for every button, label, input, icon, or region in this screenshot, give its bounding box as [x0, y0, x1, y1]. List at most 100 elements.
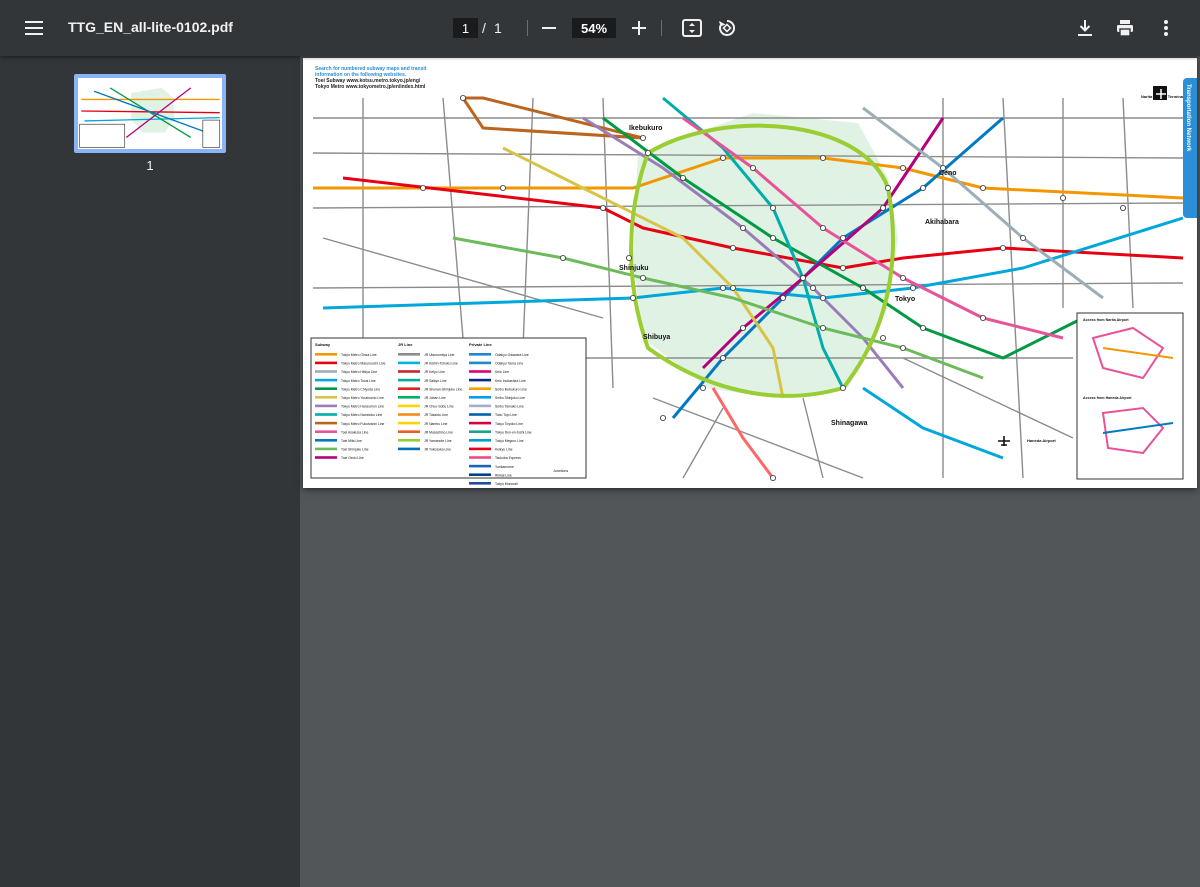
- legend-swatch: [398, 370, 420, 373]
- station-marker: [809, 284, 816, 291]
- station-marker: [920, 324, 927, 331]
- station-marker: [639, 135, 646, 142]
- legend-swatch: [398, 430, 420, 433]
- legend-swatch: [315, 387, 337, 390]
- legend-swatch: [469, 464, 491, 468]
- legend-swatch: [469, 370, 491, 373]
- legend-item: Toei Oedo Line: [341, 456, 364, 460]
- legend-box: Subway JR Line Private Line Tokyo Metro …: [310, 337, 587, 486]
- legend-swatch: [315, 378, 337, 382]
- station-marker: [779, 294, 786, 301]
- legend-swatch: [398, 378, 420, 382]
- rotate-icon[interactable]: [709, 10, 745, 46]
- legend-swatch: [398, 353, 420, 356]
- station-marker: [719, 354, 726, 361]
- menu-icon[interactable]: [16, 10, 52, 46]
- station-marker: [769, 234, 776, 241]
- station-marker: [1060, 194, 1067, 201]
- zoom-input[interactable]: 54%: [572, 18, 616, 38]
- legend-item: JR Nambu Line: [424, 422, 447, 426]
- legend-swatch: [469, 456, 491, 459]
- pdf-toolbar: TTG_EN_all-lite-0102.pdf 1 / 1 54%: [0, 0, 1200, 56]
- page-thumbnail[interactable]: [74, 74, 226, 153]
- station-marker: [739, 224, 746, 231]
- thumbnail-page-label: 1: [146, 158, 154, 173]
- haneda-access-route: [1102, 422, 1174, 434]
- legend-swatch: [315, 361, 337, 365]
- legend-swatch: [315, 456, 337, 459]
- legend-junctions: Junctions: [553, 469, 568, 473]
- legend-swatch: [398, 404, 420, 408]
- legend-item: Tsukuba Express: [495, 456, 521, 460]
- station-label-shibuya: Shibuya: [643, 334, 670, 341]
- station-marker: [769, 474, 776, 481]
- header-line: Toei Subway www.kotsu.metro.tokyo.jp/eng…: [315, 78, 421, 84]
- legend-item: JR Utsunomiya Line: [424, 353, 454, 357]
- zoom-out-icon[interactable]: [531, 10, 567, 46]
- map-header: Search for numbered subway maps and tran…: [315, 66, 427, 90]
- station-marker: [499, 185, 506, 192]
- legend-item: Tokyo Metro Yurakucho Line: [341, 396, 384, 400]
- download-icon[interactable]: [1067, 10, 1103, 46]
- subway-map: Search for numbered subway maps and tran…: [310, 66, 1188, 486]
- legend-swatch: [469, 482, 491, 485]
- station-marker: [1020, 234, 1027, 241]
- legend-swatch: [315, 370, 337, 373]
- page-total: 1: [494, 20, 502, 36]
- toolbar-divider: [527, 20, 528, 36]
- haneda-access-title: Access from Haneda Airport: [1083, 396, 1132, 400]
- station-marker: [840, 384, 847, 391]
- legend-item: Odakyu Tama Line: [495, 362, 523, 366]
- station-label-ikebukuro: Ikebukuro: [629, 125, 662, 132]
- station-marker: [820, 324, 827, 331]
- legend-item: Keio Line: [495, 370, 509, 374]
- page-number-input[interactable]: 1: [453, 18, 478, 38]
- legend-item: Tokyu Den-en-toshi Line: [495, 430, 532, 434]
- station-marker: [769, 204, 776, 211]
- station-marker: [599, 204, 606, 211]
- legend-swatch: [398, 447, 420, 451]
- fit-to-page-icon[interactable]: [674, 10, 710, 46]
- legend-item: Odakyu Odawara Line: [495, 353, 529, 357]
- station-marker: [739, 324, 746, 331]
- station-marker: [900, 274, 907, 281]
- legend-swatch: [315, 413, 337, 416]
- station-marker: [559, 254, 566, 261]
- station-marker: [840, 264, 847, 271]
- legend-item: JR Tokaido Line: [424, 413, 448, 417]
- legend-item: Tokyo Metro Ginza Line: [341, 353, 377, 357]
- station-marker: [900, 165, 907, 172]
- station-marker: [719, 155, 726, 162]
- legend-item: Rinkai Line: [495, 473, 512, 477]
- legend-jr-heading: JR Line: [398, 342, 413, 347]
- more-options-icon[interactable]: [1148, 10, 1184, 46]
- legend-swatch: [315, 430, 337, 433]
- station-marker: [1120, 204, 1127, 211]
- legend-swatch: [398, 413, 420, 416]
- legend-item: JR Yokosuka Line: [424, 448, 451, 452]
- station-marker: [980, 314, 987, 321]
- station-label-akihabara: Akihabara: [925, 219, 959, 226]
- legend-item: JR Yamanote Line: [424, 439, 452, 443]
- pdf-viewer[interactable]: Search for numbered subway maps and tran…: [300, 56, 1200, 887]
- legend-item: Seibu Tamako Line: [495, 405, 524, 409]
- legend-swatch: [315, 353, 337, 356]
- legend-item: Tokyu Toyoko Line: [495, 422, 523, 426]
- legend-swatch: [469, 430, 491, 433]
- print-icon[interactable]: [1107, 10, 1143, 46]
- station-label-shinagawa: Shinagawa: [831, 420, 868, 427]
- transportation-network-tab: Transportation Network: [1183, 78, 1197, 218]
- station-marker: [719, 284, 726, 291]
- airplane-icon: [998, 436, 1010, 446]
- narita-access-route: [1091, 326, 1165, 380]
- zoom-in-icon[interactable]: [621, 10, 657, 46]
- station-marker: [459, 95, 466, 102]
- haneda-access-route: [1101, 406, 1165, 455]
- legend-private-heading: Private Line: [469, 342, 492, 347]
- legend-swatch: [398, 387, 420, 390]
- station-marker: [910, 284, 917, 291]
- station-marker: [940, 165, 947, 172]
- station-marker: [659, 414, 666, 421]
